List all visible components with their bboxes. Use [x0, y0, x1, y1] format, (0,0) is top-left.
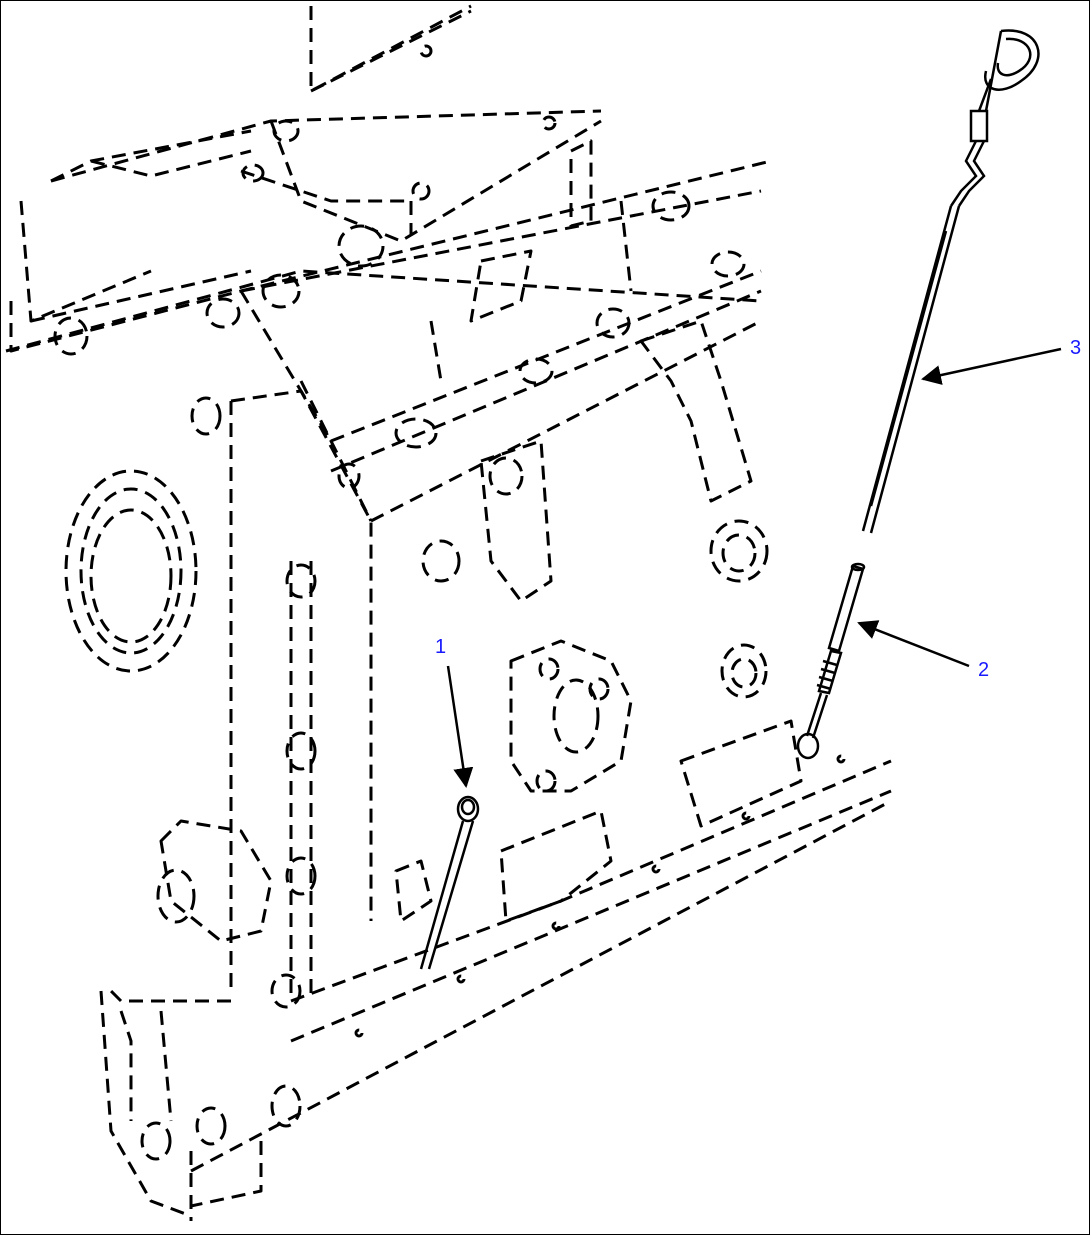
leader-arrow-3: [921, 347, 1062, 385]
engine-block-hidden-lines: [5, 4, 892, 1221]
leader-arrows: [446, 347, 1062, 788]
leader-arrow-1: [446, 665, 474, 788]
dipstick-tube-part: [796, 562, 866, 760]
callout-label-3: 3: [1070, 337, 1082, 359]
callout-label-1: 1: [435, 636, 447, 658]
callout-label-2: 2: [978, 659, 990, 681]
leader-arrow-2: [857, 620, 970, 668]
dipstick-part: [861, 29, 1040, 534]
plug-part: [419, 795, 480, 970]
